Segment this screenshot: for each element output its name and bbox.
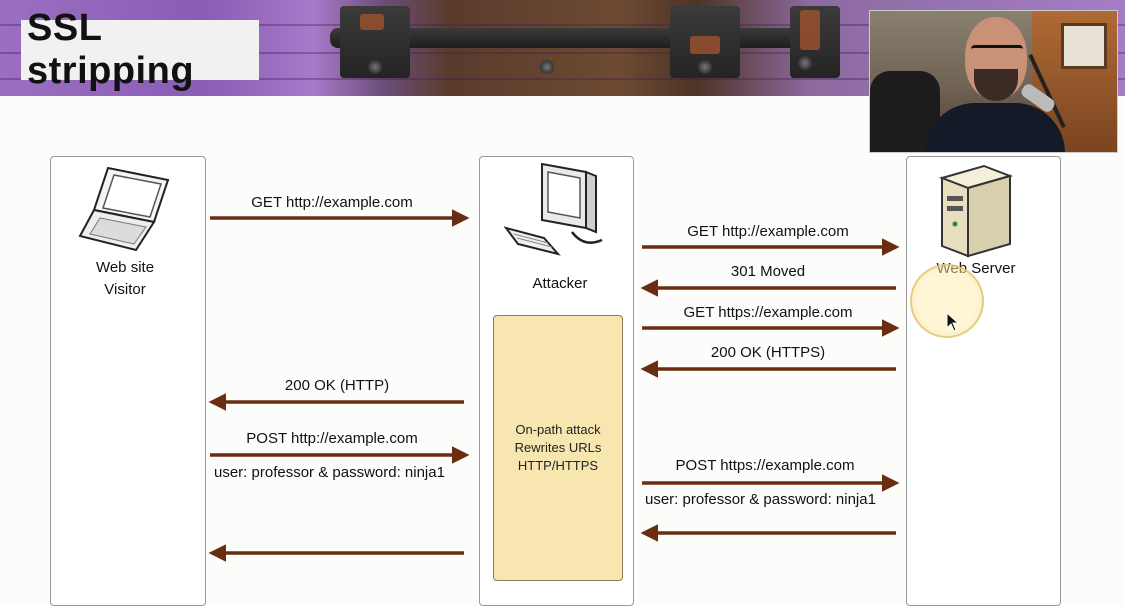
presenter-webcam bbox=[869, 10, 1118, 153]
visitor-label: Web site Visitor bbox=[95, 259, 155, 298]
attack-box-text: On-path attack Rewrites URLs HTTP/HTTPS bbox=[514, 422, 602, 473]
msg-visitor-get: GET http://example.com bbox=[251, 194, 413, 211]
msg-post-https: POST https://example.com bbox=[675, 457, 855, 474]
msg-post-http-credentials: user: professor & password: ninja1 bbox=[214, 464, 445, 481]
msg-attacker-get: GET http://example.com bbox=[687, 223, 849, 240]
laptop-icon bbox=[78, 166, 170, 252]
mouse-pointer-icon bbox=[946, 312, 960, 332]
msg-get-https: GET https://example.com bbox=[683, 304, 853, 321]
cursor-highlight bbox=[910, 264, 984, 338]
server-tower-icon bbox=[938, 164, 1014, 258]
msg-200-http: 200 OK (HTTP) bbox=[284, 377, 390, 394]
msg-post-https-credentials: user: professor & password: ninja1 bbox=[645, 491, 876, 508]
slide-title: SSL stripping bbox=[27, 7, 195, 92]
desktop-computer-icon bbox=[503, 162, 603, 256]
msg-301-moved: 301 Moved bbox=[730, 263, 806, 280]
on-path-attack-box: On-path attack Rewrites URLs HTTP/HTTPS bbox=[493, 315, 623, 581]
attacker-label: Attacker bbox=[532, 275, 588, 292]
msg-200-https: 200 OK (HTTPS) bbox=[710, 344, 826, 361]
slide-title-box: SSL stripping bbox=[21, 7, 259, 92]
msg-post-http: POST http://example.com bbox=[246, 430, 418, 447]
